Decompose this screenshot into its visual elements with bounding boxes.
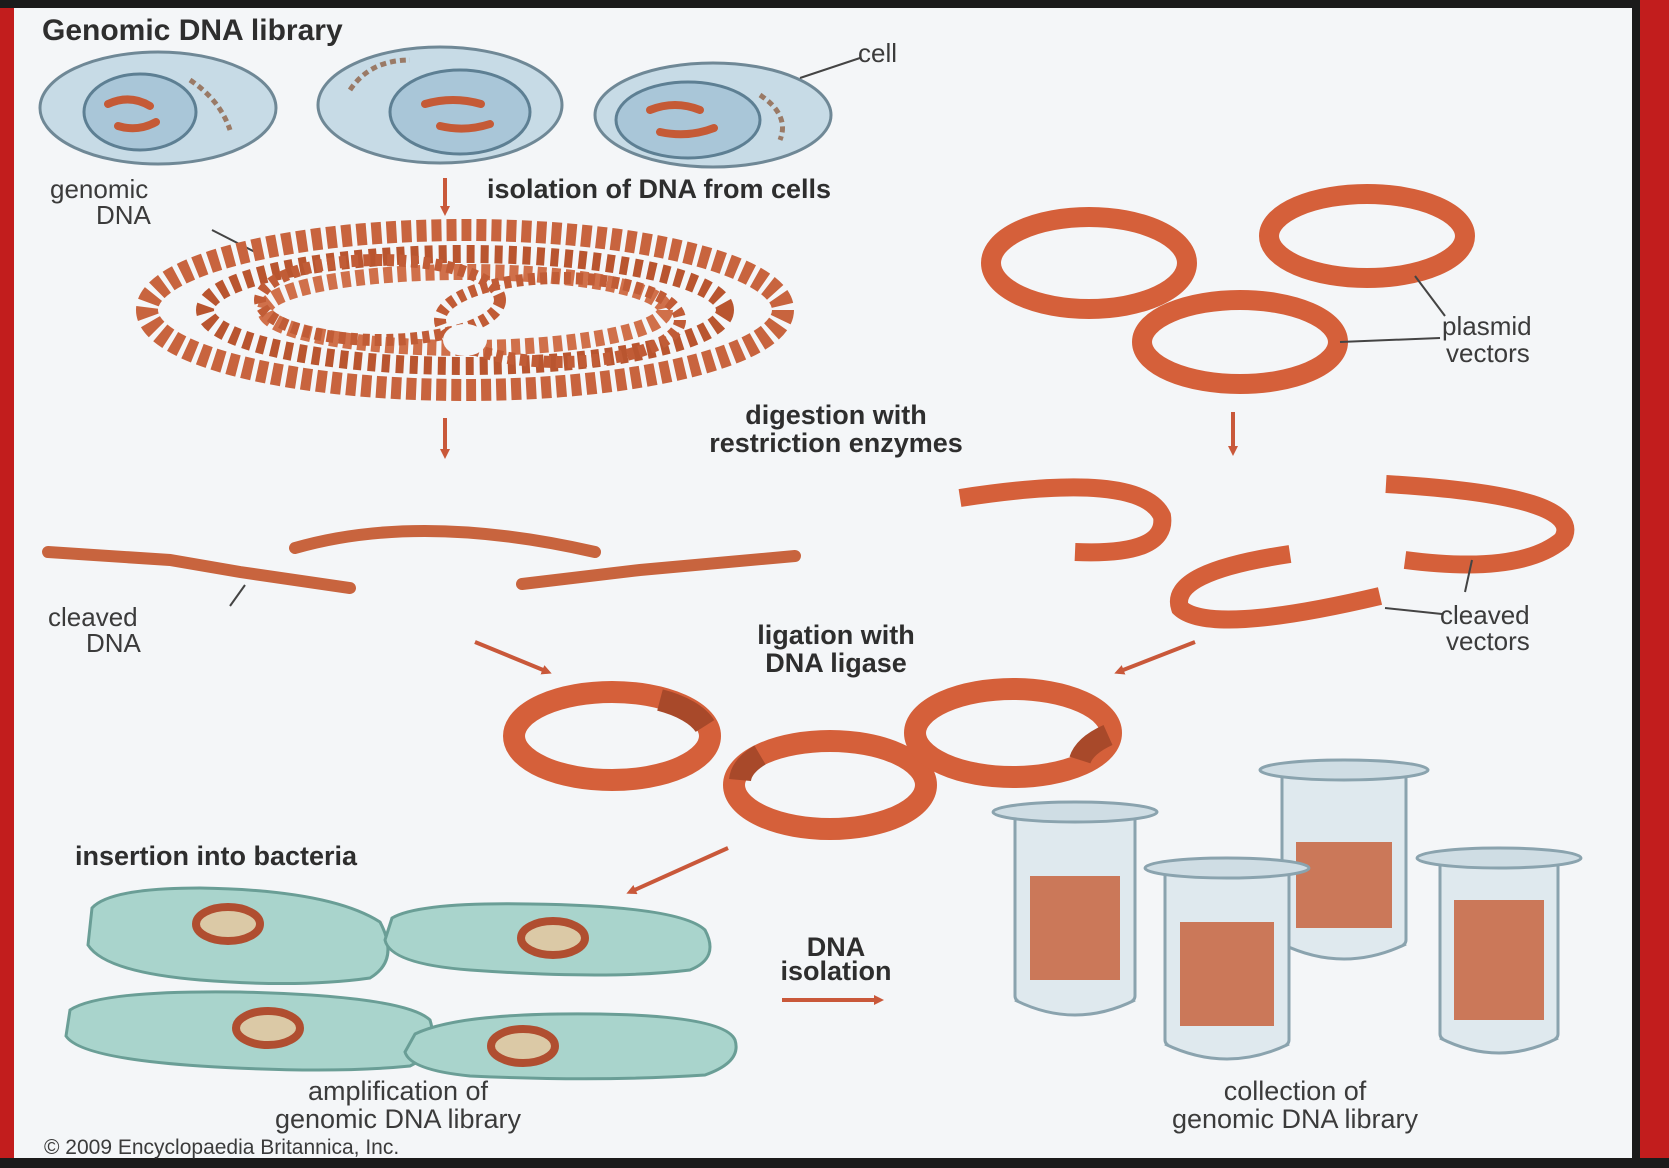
test-tube-1 (993, 802, 1157, 1015)
dna-isolation-label-line-2: isolation (780, 956, 891, 986)
arrow-insertion (630, 848, 728, 892)
cell-leader-line (800, 58, 860, 78)
digestion-label-line-1: digestion with (745, 400, 927, 430)
bacterium-1 (88, 888, 388, 984)
plasmid-vectors-group (991, 194, 1465, 384)
cleaved-vector-1 (960, 487, 1162, 552)
plasmid-label-line-2: vectors (1446, 338, 1530, 368)
collection-label-line-1: collection of (1224, 1076, 1367, 1106)
bacterium-2 (385, 904, 710, 975)
ligation-label-line-1: ligation with (757, 620, 914, 650)
bacteria-group (66, 888, 736, 1079)
genomic-dna-label-line-2: DNA (96, 200, 152, 230)
test-tubes-group (993, 760, 1581, 1059)
cell-label: cell (858, 38, 897, 68)
plasmid-ring-3 (1142, 300, 1338, 384)
dna-fragment-3 (522, 556, 795, 584)
diagram-title: Genomic DNA library (42, 14, 343, 47)
ligation-label-line-2: DNA ligase (765, 648, 907, 678)
recombinant-plasmid-2 (734, 741, 926, 829)
bacterium-4 (405, 1014, 736, 1079)
cleaved-vectors-label-line-2: vectors (1446, 626, 1530, 656)
cleaved-dna-label-line-2: DNA (86, 628, 142, 658)
cleaved-vector-2 (1386, 484, 1565, 565)
cleaved-dna-fragments (48, 531, 795, 606)
genomic-dna-tangle (147, 230, 783, 390)
test-tube-3 (1145, 858, 1309, 1059)
cell-1 (40, 52, 276, 164)
cleaved-dna-leader-line (230, 585, 245, 606)
digestion-label-line-2: restriction enzymes (709, 428, 963, 458)
arrow-ligation-dna (475, 642, 548, 672)
copyright-notice: © 2009 Encyclopaedia Britannica, Inc. (44, 1136, 399, 1159)
recombinant-plasmid-3 (915, 689, 1111, 777)
insertion-label: insertion into bacteria (75, 841, 358, 871)
cleaved-vectors-leader-line-2 (1385, 608, 1442, 614)
amplification-label-line-2: genomic DNA library (275, 1104, 522, 1134)
genomic-dna-leader-line (212, 230, 255, 252)
cell-3 (595, 63, 831, 167)
plasmid-leader-line-2 (1340, 338, 1440, 342)
test-tube-4 (1417, 848, 1581, 1053)
plasmid-label-line-1: plasmid (1442, 311, 1532, 341)
cell-2 (318, 47, 562, 163)
dna-fragment-2 (295, 531, 595, 552)
plasmid-leader-line-1 (1415, 276, 1445, 316)
plasmid-ring-1 (991, 217, 1187, 309)
dna-fragment-1 (48, 552, 350, 588)
cleaved-vector-3 (1179, 554, 1380, 620)
collection-label-line-2: genomic DNA library (1172, 1104, 1419, 1134)
arrow-ligation-vectors (1118, 642, 1195, 672)
plasmid-ring-2 (1269, 194, 1465, 278)
cells-group: cell (40, 38, 897, 167)
isolation-step-label: isolation of DNA from cells (487, 174, 831, 204)
bacterium-3 (66, 992, 433, 1070)
amplification-label-line-1: amplification of (308, 1076, 489, 1106)
